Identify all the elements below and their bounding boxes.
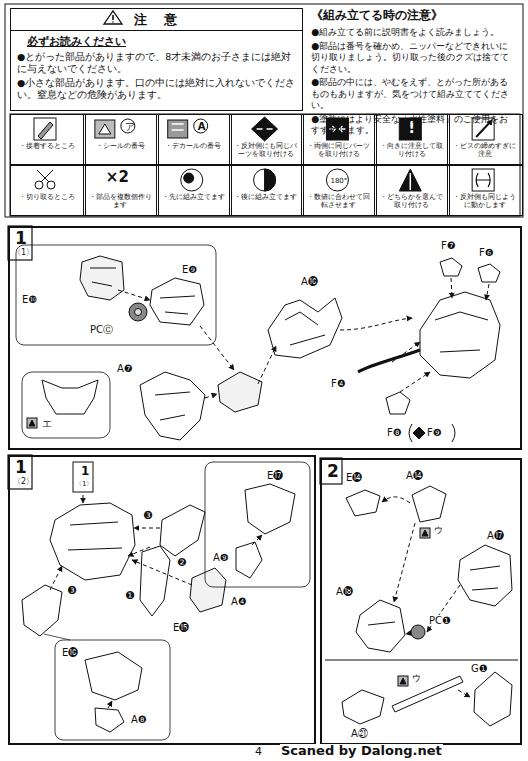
detail-inset: エ — [24, 374, 112, 440]
step-number: 1 — [81, 465, 89, 479]
warning-triangle — [104, 11, 122, 24]
icon-caption: ・どちらかを選んで取り付ける — [377, 194, 446, 210]
note-text: ●塗装にはより安全な「水性塗料」のご使用をおすすめします。 — [310, 113, 518, 136]
parts-step-1-2 — [22, 462, 310, 740]
legend-icon-cell: 180° ・数値に合わせて回転させます — [301, 165, 377, 216]
icon-caption: ・デカールの番号 — [159, 143, 228, 151]
part-label: F❽ — [386, 427, 403, 438]
legend-icon-cell: ・切り取るところ — [10, 165, 86, 216]
part-label: F❻ — [478, 247, 495, 258]
icon-caption: ・ビスの締めすぎに注意 — [450, 143, 519, 159]
part-label: A❹ — [230, 596, 248, 607]
icon-caption: ・切り取るところ — [13, 194, 82, 202]
icon-symbol: A — [198, 121, 206, 133]
legend-icon-cell: ・後に組み立てます — [229, 165, 305, 216]
legend-icon-cell: ・反対側にも同じパーツを取り付ける — [229, 114, 305, 165]
part-label: A❼ — [116, 363, 134, 374]
step-panel: 2 — [320, 458, 522, 745]
part-label: G❶ — [470, 663, 489, 674]
step-number: 〈1〉 — [13, 248, 34, 257]
legend-pictograms — [34, 117, 494, 191]
part-label: A⓱ — [486, 530, 505, 541]
part-label: PCⒸ — [90, 324, 113, 336]
icon-caption: ・反対側も同じように動かします — [450, 194, 519, 210]
detail-inset: E❾ E❿ PCⒸ — [18, 247, 218, 347]
step-panel: 1〈1〉E⓱A❾E⓰A❽1〈2〉 — [8, 455, 316, 745]
footer-text: Scaned by Dalong.net — [280, 744, 443, 758]
detail-inset: E⓱ A❾ — [207, 464, 312, 589]
warning-box: 注 意必ずお読みください ●とがった部品がありますので、8才未満のお子さまには絶対… — [10, 8, 303, 111]
legend-icon-cell: ×2 ・部品を複数個作ります — [83, 165, 159, 216]
note-text: ●部品は番号を確かめ、ニッパーなどできれいに切り取りましょう。切り取った後のクズ… — [310, 40, 518, 75]
part-label: E⓯ — [172, 622, 190, 633]
step-panel: E❾ E❿ PCⒸ エ 1〈1〉 — [8, 226, 522, 450]
legend-icon-cell: ア・シールの番号 — [83, 114, 159, 165]
callout-number: ❷ — [176, 557, 188, 569]
part-label: A❾ — [213, 552, 229, 564]
note-text: ●部品の中には、やむをえず、とがった所があるものもありますが、気をつけて組み立て… — [310, 76, 518, 111]
notes-heading: 《組み立てる時の注意》 — [310, 8, 518, 23]
icon-caption: ・反対側にも同じパーツを取り付ける — [232, 143, 301, 159]
icon-caption: ・向きに注意して取り付ける — [377, 143, 446, 159]
legend-icon-cell: ・どちらかを選んで取り付ける — [374, 165, 450, 216]
icon-caption: ・両側に同じパーツを取り付ける — [304, 143, 373, 159]
icon-caption: ・先に組み立てます — [159, 194, 228, 202]
step-number: 〈2〉 — [13, 477, 34, 486]
assembly-notes: 《組み立てる時の注意》 ●組み立てる前に説明書をよく読みましょう。 ●部品は番号を確… — [310, 8, 518, 138]
icon-caption: ・シールの番号 — [86, 143, 155, 151]
legend-icon-cell: ・接着するところ — [10, 114, 86, 165]
part-label: E❿ — [22, 294, 37, 306]
note-text: ●組み立てる前に説明書をよく読みましょう。 — [310, 26, 518, 38]
step-reference-box: 1〈1〉 — [75, 464, 97, 494]
warning-text: ●小さな部品があります。口の中には絶対に入れないでください。窒息などの危険があり… — [17, 77, 296, 101]
detail-inset: E⓰ A❽ — [57, 642, 172, 742]
callout-number: ❸ — [142, 510, 154, 522]
step-number: 〈1〉 — [75, 480, 93, 488]
legend-icon-cell: A ・デカールの番号 — [156, 114, 232, 165]
parts-step-1-1 — [16, 245, 500, 442]
callout-number: ❸ — [66, 585, 78, 597]
warning-title: 注 意 — [11, 11, 302, 31]
legend-icon-cell: ・反対側も同じように動かします — [447, 165, 523, 216]
parts-step-2 — [325, 486, 518, 726]
part-label: A⓲ — [335, 586, 354, 597]
part-label: E⓱ — [267, 470, 283, 482]
legend-icon-cell: ・先に組み立てます — [156, 165, 232, 216]
step-number: 2 — [327, 462, 339, 482]
part-label: E⓮ — [345, 472, 363, 483]
part-label: A⓮ — [405, 470, 424, 481]
part-label: ウ — [433, 526, 444, 536]
part-label: ウ — [411, 674, 422, 684]
warning-subtitle: 必ずお読みください — [17, 34, 296, 49]
step-number: 1 — [15, 229, 27, 249]
part-label: A㉑ — [350, 728, 369, 739]
part-label: A⓰ — [300, 276, 319, 287]
header-frame — [5, 4, 523, 217]
icon-caption: ・数値に合わせて回転させます — [304, 194, 373, 210]
icon-symbol: ×2 — [106, 169, 129, 186]
icon-symbol: ア — [125, 121, 135, 133]
part-label: F❾ — [426, 427, 443, 438]
part-label: A❽ — [131, 714, 147, 726]
icon-symbol: 180° — [330, 177, 347, 185]
callout-number: ❶ — [124, 590, 136, 602]
step-number: 1 — [15, 458, 27, 478]
part-label: F❹ — [330, 378, 347, 389]
icon-caption: ・部品を複数個作ります — [86, 194, 155, 210]
icon-caption: ・接着するところ — [13, 143, 82, 151]
part-label: F❼ — [440, 240, 457, 251]
part-label: E⓰ — [62, 647, 78, 659]
part-label: エ — [42, 418, 52, 430]
part-label: PC❶ — [428, 615, 452, 626]
icon-caption: ・後に組み立てます — [232, 194, 301, 202]
footer-text: 4 — [254, 746, 263, 758]
part-label: E❾ — [182, 264, 197, 276]
icon-grid — [10, 114, 520, 216]
warning-text: ●とがった部品がありますので、8才未満のお子さまには絶対に与えないでください。 — [17, 51, 296, 75]
